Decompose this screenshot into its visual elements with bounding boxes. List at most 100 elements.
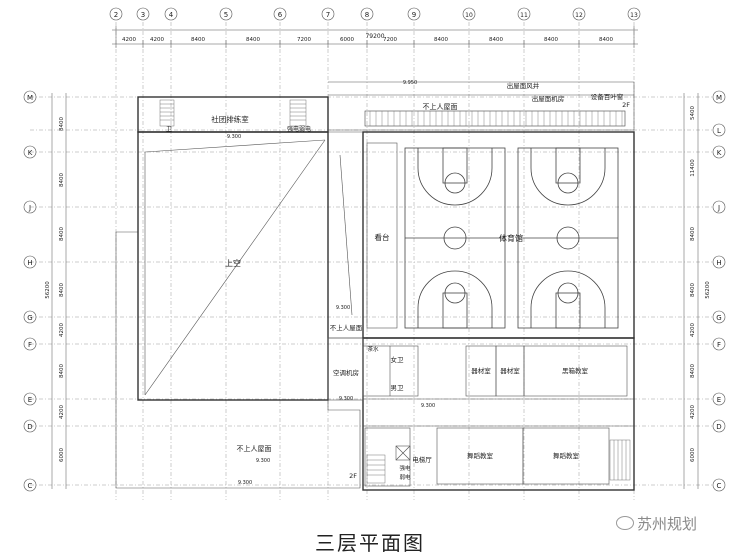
right-dimension: 11400 <box>690 159 696 177</box>
column-axis-label: 7 <box>326 11 330 19</box>
wechat-icon <box>616 516 634 530</box>
row-axis-label: K <box>28 149 33 157</box>
left-dimension: 8400 <box>59 173 65 187</box>
column-axis-label: 4 <box>169 11 174 19</box>
top-dimension: 8400 <box>191 37 205 43</box>
column-axis-label: 10 <box>465 12 473 19</box>
level-marks: 9.300 9.300 9.950 9.300 9.300 9.300 9.30… <box>227 80 435 486</box>
room-label-roof-shaft: 出屋面风井 <box>507 81 540 90</box>
row-axis-label: E <box>717 396 721 404</box>
left-dimension-chain: 56200 8400 8400 8400 8400 4200 8400 4200… <box>45 93 67 489</box>
row-axis-label: M <box>716 94 722 102</box>
louver-hatch <box>369 111 623 126</box>
room-label-female-wc: 女卫 <box>391 355 405 364</box>
building-walls <box>115 81 635 491</box>
stair-hatch <box>159 99 631 484</box>
row-axis-bubbles-right: M L K J H G F E D C <box>712 90 726 492</box>
room-label-hvac: 空调机房 <box>333 368 359 377</box>
figure-caption: 三层平面图 <box>315 531 425 555</box>
row-axis-label: D <box>27 423 32 431</box>
room-label-stand: 看台 <box>375 232 390 242</box>
left-dimension: 8400 <box>59 283 65 297</box>
room-label-dance-1: 舞蹈教室 <box>467 451 494 460</box>
top-dimension: 8400 <box>246 37 260 43</box>
room-label-equip-2: 器材室 <box>500 366 520 375</box>
room-label-toilet: 卫 <box>166 126 172 133</box>
room-label-weak-current: 强电弱电 <box>287 125 311 133</box>
room-label-blackbox: 黑箱教室 <box>562 366 589 375</box>
right-dimension: 8400 <box>690 227 696 241</box>
right-dimension: 5400 <box>690 106 696 120</box>
level-mark: 9.300 <box>238 480 252 486</box>
right-dimension: 8400 <box>690 283 696 297</box>
column-axis-label: 9 <box>412 11 416 19</box>
right-dimension: 6000 <box>690 448 696 462</box>
room-label-strong-elec: 强电 <box>399 464 411 472</box>
room-label-roof-mid: 不上人屋面 <box>330 323 363 332</box>
row-axis-bubbles-left: M K J H G F E D C <box>23 90 37 492</box>
row-axis-label: G <box>27 314 32 322</box>
watermark-text: 苏州规划 <box>637 515 698 533</box>
level-mark: 9.300 <box>256 458 270 464</box>
room-label-roof-top: 不上人屋面 <box>423 102 458 111</box>
floor-mark-2f-top: 2F <box>622 101 630 109</box>
column-axis-bubbles: 2 3 4 5 6 7 8 9 10 11 12 13 <box>109 7 641 21</box>
level-mark: 9.300 <box>227 134 241 140</box>
row-axis-label: H <box>27 259 32 267</box>
room-label-elevator-hall: 电梯厅 <box>412 455 432 464</box>
right-dimension: 4200 <box>690 323 696 337</box>
left-dimension: 4200 <box>59 405 65 419</box>
room-label-void: 上空 <box>225 258 241 268</box>
row-axis-label: G <box>716 314 721 322</box>
left-dimension: 8400 <box>59 117 65 131</box>
basketball-court-left <box>404 147 506 329</box>
left-total-dimension: 56200 <box>45 281 51 299</box>
room-label-male-wc: 男卫 <box>391 384 405 392</box>
column-axis-label: 5 <box>224 11 228 19</box>
level-mark: 9.300 <box>339 396 353 402</box>
row-axis-label: C <box>717 482 722 490</box>
watermark: 苏州规划 <box>616 513 697 534</box>
row-axis-label: L <box>717 127 721 135</box>
top-total-dimension: 79200 <box>365 33 384 40</box>
column-axis-label: 13 <box>630 12 638 19</box>
left-dimension: 6000 <box>59 448 65 462</box>
room-label-club-rehearsal: 社团排练室 <box>211 114 249 124</box>
left-dimension: 8400 <box>59 227 65 241</box>
row-axis-label: H <box>716 259 721 267</box>
left-dimension: 8400 <box>59 364 65 378</box>
column-axis-label: 3 <box>141 11 145 19</box>
right-dimension: 4200 <box>690 405 696 419</box>
row-axis-label: F <box>717 341 721 349</box>
room-label-equip-1: 器材室 <box>471 366 491 375</box>
room-label-weak-elec: 弱电 <box>399 473 411 481</box>
row-axis-label: J <box>717 204 720 212</box>
row-axis-label: E <box>28 396 32 404</box>
top-dimension: 8400 <box>489 37 503 43</box>
level-mark: 9.300 <box>336 305 350 311</box>
room-label-tea: 茶水 <box>367 345 379 353</box>
column-axis-label: 2 <box>114 11 118 19</box>
top-dimension: 6000 <box>340 37 354 43</box>
room-label-louver: 设备百叶窗 <box>591 92 624 101</box>
left-dimension: 4200 <box>59 323 65 337</box>
top-dimension: 8400 <box>544 37 558 43</box>
floor-mark-2f-bottom: 2F <box>349 472 357 480</box>
row-axis-label: D <box>716 423 721 431</box>
room-label-roof-bottom: 不上人屋面 <box>237 444 272 453</box>
top-dimension: 7200 <box>383 37 397 43</box>
right-total-dimension: 56200 <box>705 281 711 299</box>
top-dimension: 8400 <box>599 37 613 43</box>
top-dimension: 7200 <box>297 37 311 43</box>
right-dimension: 8400 <box>690 364 696 378</box>
row-axis-label: C <box>28 482 33 490</box>
column-axis-label: 11 <box>520 12 528 19</box>
top-dimension-chain: 79200 4200 4200 8400 8400 7200 6000 7200… <box>112 26 638 48</box>
room-label-roof-machine: 出屋面机房 <box>532 94 565 103</box>
level-mark: 9.950 <box>403 80 417 86</box>
top-dimension: 4200 <box>150 37 164 43</box>
row-axis-label: M <box>27 94 33 102</box>
room-label-dance-2: 舞蹈教室 <box>553 451 580 460</box>
row-axis-label: F <box>28 341 32 349</box>
